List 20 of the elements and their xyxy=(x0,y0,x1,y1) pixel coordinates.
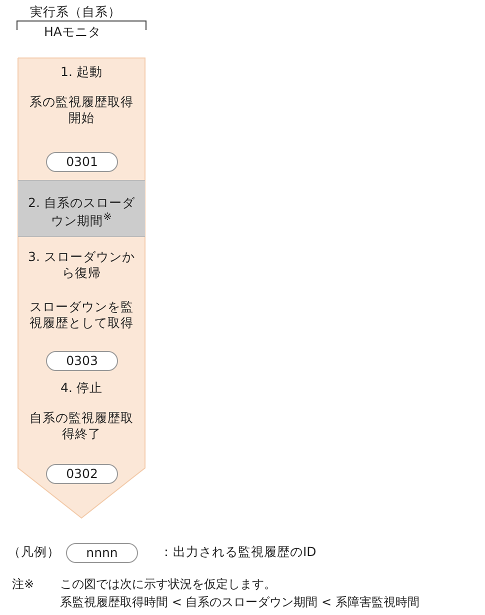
legend-text: ：出力される監視履歴のID xyxy=(160,544,316,561)
legend-id-badge: nnnn xyxy=(66,543,138,563)
column-title: 実行系（自系） xyxy=(30,4,121,21)
slowdown-period-box xyxy=(18,180,145,237)
id-badge: 0302 xyxy=(46,464,118,484)
id-badge: 0301 xyxy=(46,152,118,172)
process-arrow-band xyxy=(18,58,145,518)
step-heading: 2. 自系のスローダウン期間$^{※}$ xyxy=(27,195,136,230)
note-text: 系監視履歴取得時間 < 自系のスローダウン期間 < 系障害監視時間 xyxy=(60,594,420,611)
step-heading: 1. 起動 xyxy=(60,64,104,80)
step-heading: 4. 停止 xyxy=(60,380,104,396)
step-description: スローダウンを監視履歴として取得 xyxy=(28,299,134,332)
id-badge: 0303 xyxy=(46,351,118,371)
legend-heading: （凡例） xyxy=(8,544,60,561)
component-label: HAモニタ xyxy=(44,24,101,41)
step-description: 系の監視履歴取得開始 xyxy=(28,94,134,126)
step-heading: 3. スローダウンから復帰 xyxy=(27,249,136,282)
note-marker: 注※ xyxy=(12,576,34,593)
step-description: 自系の監視履歴取得終了 xyxy=(28,410,134,442)
note-text: この図では次に示す状況を仮定します。 xyxy=(60,576,276,593)
